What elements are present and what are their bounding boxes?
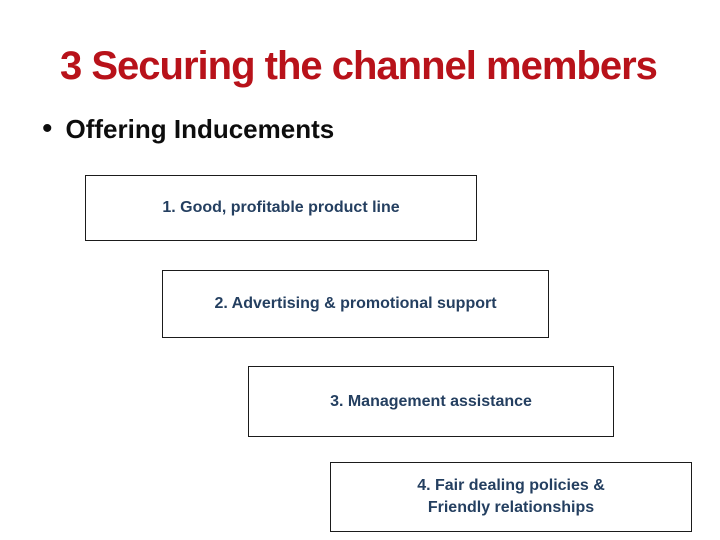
inducement-box-1-label: 1. Good, profitable product line: [162, 199, 400, 216]
inducement-box-4: 4. Fair dealing policies & Friendly rela…: [330, 462, 692, 532]
inducement-box-3: 3. Management assistance: [248, 366, 614, 437]
inducement-box-1: 1. Good, profitable product line: [85, 175, 477, 241]
inducement-box-3-label: 3. Management assistance: [330, 392, 532, 410]
inducement-box-2-label: 2. Advertising & promotional support: [214, 295, 497, 312]
slide-title: 3 Securing the channel members: [60, 44, 658, 88]
bullet-label: Offering Inducements: [65, 114, 335, 144]
inducement-box-2: 2. Advertising & promotional support: [162, 270, 549, 338]
inducement-box-4-label-line-1: 4. Fair dealing policies &: [417, 477, 605, 494]
bullet-marker: •: [42, 112, 53, 145]
bullet-item: • Offering Inducements: [42, 110, 334, 148]
inducement-box-4-label-line-2: Friendly relationships: [427, 499, 595, 516]
